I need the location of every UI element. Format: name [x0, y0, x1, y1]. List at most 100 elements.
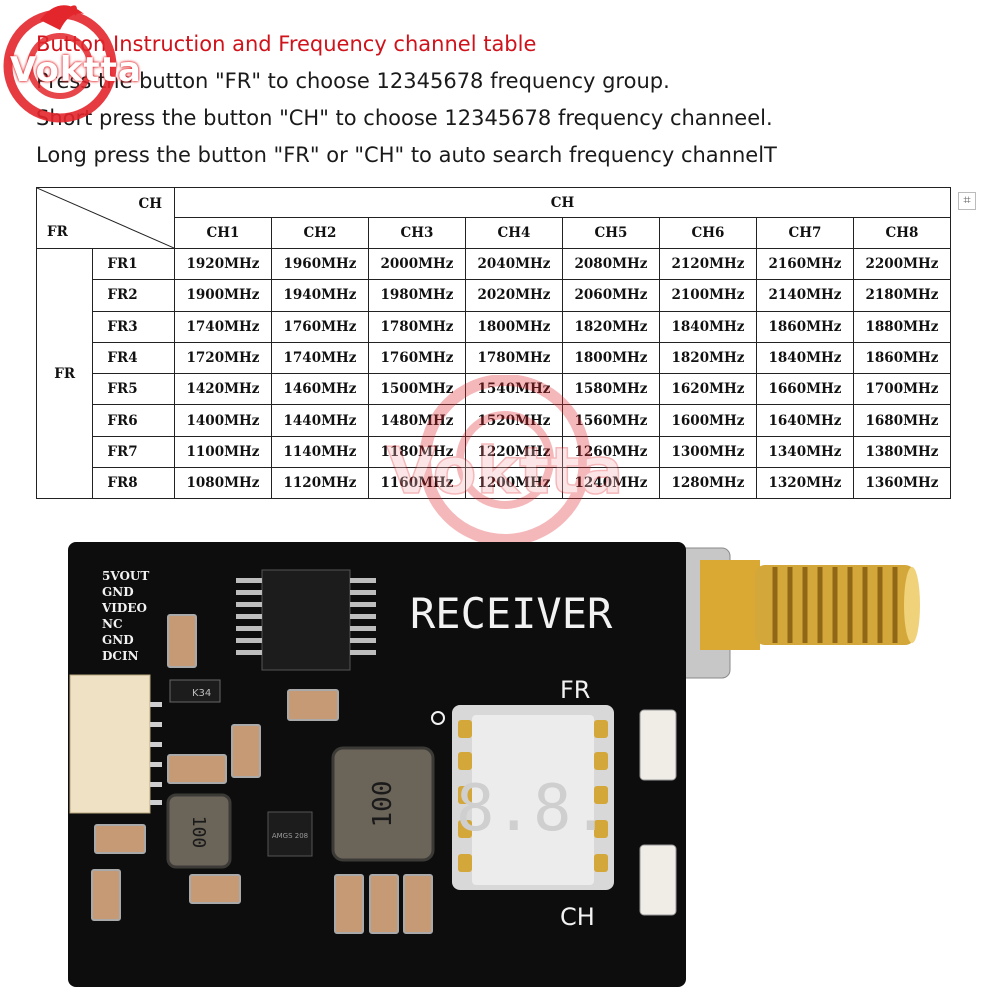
corner-fr-label: FR — [47, 224, 68, 240]
inductor-small-label: 100 — [188, 816, 209, 849]
receiver-board: 5VOUT GND VIDEO NC GND DCIN RECEIVER FR … — [68, 542, 920, 987]
row-header: FR8 — [92, 467, 175, 500]
regulator-chip-label: AMGS 208 — [272, 832, 308, 840]
inductor-small: 100 — [166, 793, 232, 869]
table-cell: 1800MHz — [465, 310, 563, 343]
table-cell: 2120MHz — [659, 247, 757, 281]
pin-label: GND — [102, 633, 134, 647]
ch-button[interactable] — [639, 844, 677, 916]
table-cell: 1540MHz — [465, 373, 563, 406]
table-row: FR2 1900MHz 1940MHz 1980MHz 2020MHz 2060… — [37, 279, 951, 312]
brand-logo: Voktta — [0, 0, 170, 130]
table-row: FR8 1080MHz 1120MHz 1160MHz 1200MHz 1240… — [37, 467, 951, 500]
table-cell: 2200MHz — [853, 247, 951, 281]
table-cell: 1180MHz — [368, 435, 466, 469]
row-header: FR1 — [92, 247, 175, 281]
table-cell: 1940MHz — [271, 279, 369, 312]
pin-header-connector — [69, 674, 151, 814]
table-cell: 1400MHz — [174, 404, 272, 437]
regulator-chip — [267, 811, 313, 857]
row-header: FR4 — [92, 341, 175, 375]
table-cell: 1120MHz — [271, 467, 369, 500]
table-cell: 1340MHz — [756, 435, 854, 469]
table-cell: 1800MHz — [562, 341, 660, 375]
table-cell: 1900MHz — [174, 279, 272, 312]
column-header: CH1 — [174, 217, 272, 249]
table-cell: 1680MHz — [853, 404, 951, 437]
row-header: FR7 — [92, 435, 175, 469]
table-cell: 2060MHz — [562, 279, 660, 312]
corner-ch-label: CH — [138, 196, 163, 212]
fr-button[interactable] — [639, 709, 677, 781]
instruction-line-3: Long press the button "FR" or "CH" to au… — [36, 143, 777, 167]
column-header: CH2 — [271, 217, 369, 249]
table-cell: 1100MHz — [174, 435, 272, 469]
diode — [169, 679, 221, 703]
qr-scan-icon[interactable]: ⌗ — [958, 192, 976, 210]
table-cell: 1560MHz — [562, 404, 660, 437]
column-header: CH8 — [853, 217, 951, 249]
table-cell: 2180MHz — [853, 279, 951, 312]
table-cell: 1760MHz — [368, 341, 466, 375]
table-cell: 1740MHz — [174, 310, 272, 343]
table-cell: 2160MHz — [756, 247, 854, 281]
table-cell: 1620MHz — [659, 373, 757, 406]
pin-label: VIDEO — [101, 601, 147, 615]
sma-antenna-connector — [649, 547, 920, 679]
table-cell: 1980MHz — [368, 279, 466, 312]
table-cell: 1720MHz — [174, 341, 272, 375]
column-header: CH3 — [368, 217, 466, 249]
row-header: FR5 — [92, 373, 175, 406]
table-row: FR6 1400MHz 1440MHz 1480MHz 1520MHz 1560… — [37, 404, 951, 437]
table-cell: 1460MHz — [271, 373, 369, 406]
table-corner-cell: CH FR — [36, 187, 175, 249]
fr-button-label: FR — [560, 676, 590, 704]
table-cell: 1820MHz — [562, 310, 660, 343]
table-cell: 1480MHz — [368, 404, 466, 437]
table-row: FR FR1 1920MHz 1960MHz 2000MHz 2040MHz 2… — [35, 247, 951, 500]
table-cell: 1520MHz — [465, 404, 563, 437]
table-cell: 1260MHz — [562, 435, 660, 469]
table-cell: 2100MHz — [659, 279, 757, 312]
table-cell: 2040MHz — [465, 247, 563, 281]
instruction-line-1: Press the button "FR" to choose 12345678… — [36, 69, 670, 93]
column-header: CH7 — [756, 217, 854, 249]
column-header: CH6 — [659, 217, 757, 249]
table-cell: 1660MHz — [756, 373, 854, 406]
table-cell: 2140MHz — [756, 279, 854, 312]
ch-button-label: CH — [560, 903, 595, 931]
table-cell: 1860MHz — [756, 310, 854, 343]
table-cell: 1380MHz — [853, 435, 951, 469]
table-cell: 1860MHz — [853, 341, 951, 375]
board-title: RECEIVER — [410, 589, 613, 638]
table-cell: 1640MHz — [756, 404, 854, 437]
table-row: FR3 1740MHz 1760MHz 1780MHz 1800MHz 1820… — [37, 310, 951, 343]
instructions-title: Button Instruction and Frequency channel… — [36, 32, 537, 56]
table-cell: 1700MHz — [853, 373, 951, 406]
ch-header: CH — [174, 187, 951, 218]
instruction-line-2: Short press the button "CH" to choose 12… — [36, 106, 773, 130]
instructions: Button Instruction and Frequency channel… — [36, 26, 936, 174]
table-cell: 1580MHz — [562, 373, 660, 406]
table-cell: 1880MHz — [853, 310, 951, 343]
brand-logo-text: Voktta — [10, 50, 142, 90]
pin-label: GND — [102, 585, 134, 599]
table-row: FR7 1100MHz 1140MHz 1180MHz 1220MHz 1260… — [37, 435, 951, 469]
table-cell: 1780MHz — [368, 310, 466, 343]
table-cell: 1840MHz — [659, 310, 757, 343]
table-cell: 1740MHz — [271, 341, 369, 375]
table-cell: 1200MHz — [465, 467, 563, 500]
seven-segment-display: 8.8. — [452, 705, 614, 890]
diode-label: K34 — [192, 688, 211, 699]
table-row: FR4 1720MHz 1740MHz 1760MHz 1780MHz 1800… — [37, 341, 951, 375]
inductor-large-label: 100 — [368, 781, 398, 828]
table-cell: 1240MHz — [562, 467, 660, 500]
inductor-large: 100 — [331, 746, 435, 862]
display-digits: 8.8. — [456, 772, 610, 846]
frequency-table: CH FR CH CH1 CH2 CH3 CH4 CH5 CH6 CH7 CH8… — [35, 187, 951, 500]
fr-group-label: FR — [35, 247, 94, 500]
table-cell: 1160MHz — [368, 467, 466, 500]
row-header: FR6 — [92, 404, 175, 437]
table-cell: 1360MHz — [853, 467, 951, 500]
table-cell: 1320MHz — [756, 467, 854, 500]
